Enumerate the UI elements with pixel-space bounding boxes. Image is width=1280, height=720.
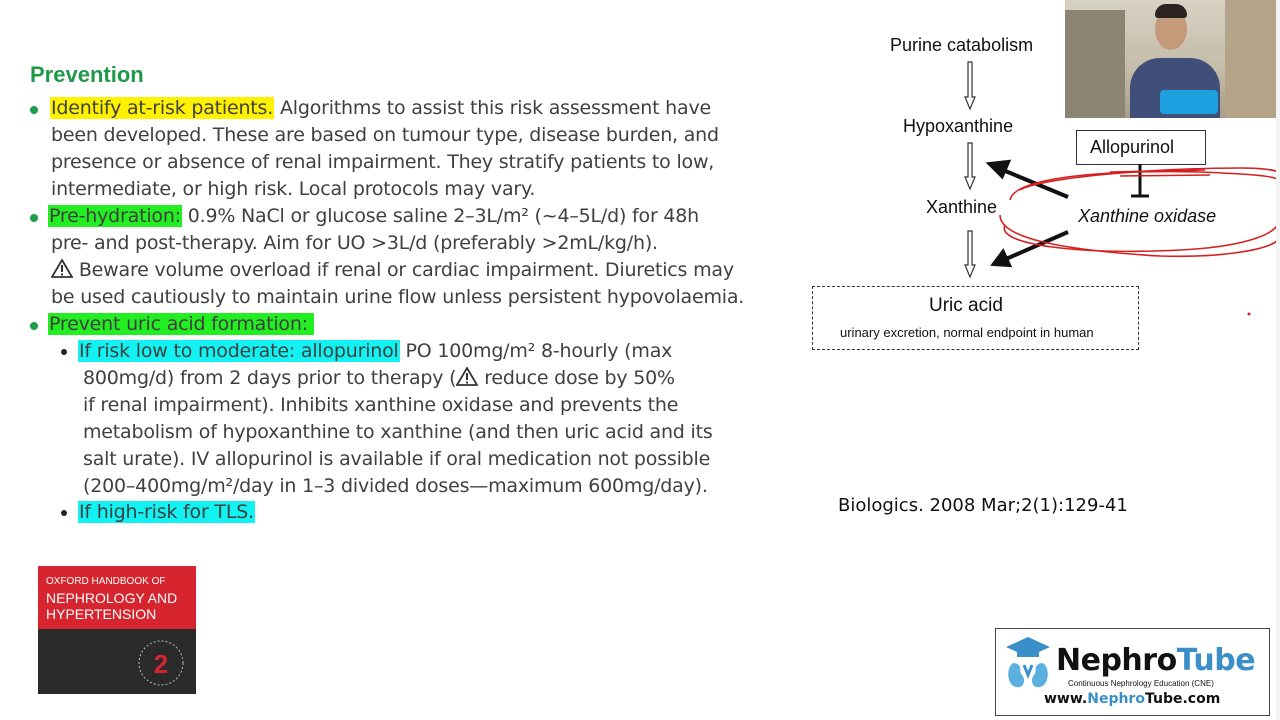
highlight-low-risk: If risk low to moderate: allopurinol (78, 340, 400, 362)
edition-seal: 2 (138, 640, 184, 686)
sub1-line6: (200–400mg/m²/day in 1–3 divided doses—m… (83, 475, 708, 497)
node-xanthine: Xanthine (926, 197, 998, 217)
warning-icon (456, 367, 479, 386)
bullet1-line4: intermediate, or high risk. Local protoc… (51, 178, 536, 200)
book-title: NEPHROLOGY AND HYPERTENSION (46, 590, 178, 622)
warning-icon (51, 259, 73, 278)
arrow-down-2 (964, 142, 976, 191)
highlight-prevent-uric: Prevent uric acid formation: (48, 313, 314, 335)
bullet3-line1: Prevent uric acid formation: (48, 313, 314, 335)
highlight-high-risk: If high-risk for TLS. (78, 501, 255, 523)
uric-acid-subtitle: urinary excretion, normal endpoint in hu… (840, 325, 1094, 340)
logo-tagline: Continuous Nephrology Education (CNE) (1068, 679, 1214, 688)
section-heading: Prevention (30, 62, 144, 87)
bullet1-line2: been developed. These are based on tumou… (51, 124, 719, 146)
bullet2-line3: Beware volume overload if renal or cardi… (51, 259, 734, 281)
logo-name: NephroTube (1056, 643, 1256, 678)
sub1-line4: metabolism of hypoxanthine to xanthine (… (83, 421, 713, 443)
bullet2-line2: pre- and post-therapy. Aim for UO >3L/d … (51, 232, 658, 254)
bullet2-line4: be used cautiously to maintain urine flo… (51, 286, 745, 308)
bullet-dot (30, 106, 38, 114)
arrow-to-uric (1005, 230, 1069, 261)
logo-url: www.NephroTube.com (1044, 691, 1221, 707)
arrow-down-1 (964, 61, 976, 111)
sub1-line1: If risk low to moderate: allopurinol PO … (78, 340, 673, 362)
window-edge (1276, 0, 1280, 720)
presenter-webcam (1065, 0, 1276, 118)
node-uric-acid: Uric acid (929, 295, 1003, 316)
sub-bullet-dot (61, 510, 67, 516)
node-allopurinol: Allopurinol (1090, 137, 1175, 157)
red-annotation (999, 167, 1279, 258)
nephrotube-logo: NephroTube Continuous Nephrology Educati… (995, 628, 1270, 716)
uric-acid-box (812, 286, 1139, 350)
node-purine-catabolism: Purine catabolism (890, 35, 1034, 55)
book-cover: OXFORD HANDBOOK OF NEPHROLOGY AND HYPERT… (38, 566, 196, 694)
sub1-line5: salt urate). IV allopurinol is available… (83, 448, 711, 470)
citation: Biologics. 2008 Mar;2(1):129-41 (838, 495, 1128, 516)
highlight-pre-hydration: Pre-hydration: (48, 205, 182, 227)
node-hypoxanthine: Hypoxanthine (903, 116, 1014, 136)
sub2-line1: If high-risk for TLS. (78, 501, 255, 523)
sub1-line2: 800mg/d) from 2 days prior to therapy ( … (83, 367, 675, 389)
bullet1-line1: Identify at-risk patients. Algorithms to… (50, 97, 711, 119)
arrow-down-3 (964, 230, 976, 279)
bullet1-line3: presence or absence of renal impairment.… (51, 151, 715, 173)
node-xanthine-oxidase: Xanthine oxidase (1078, 206, 1217, 226)
bullet2-line1: Pre-hydration: 0.9% NaCl or glucose sali… (48, 205, 700, 227)
sub-bullet-dot (61, 349, 67, 355)
graduation-kidney-icon (1006, 637, 1050, 688)
sub1-line3: if renal impairment). Inhibits xanthine … (83, 394, 679, 416)
bullet-dot (30, 214, 38, 222)
highlight-at-risk: Identify at-risk patients. (50, 97, 275, 119)
book-series: OXFORD HANDBOOK OF (46, 576, 166, 587)
svg-text:2: 2 (154, 649, 168, 679)
bullet-dot (30, 322, 38, 330)
